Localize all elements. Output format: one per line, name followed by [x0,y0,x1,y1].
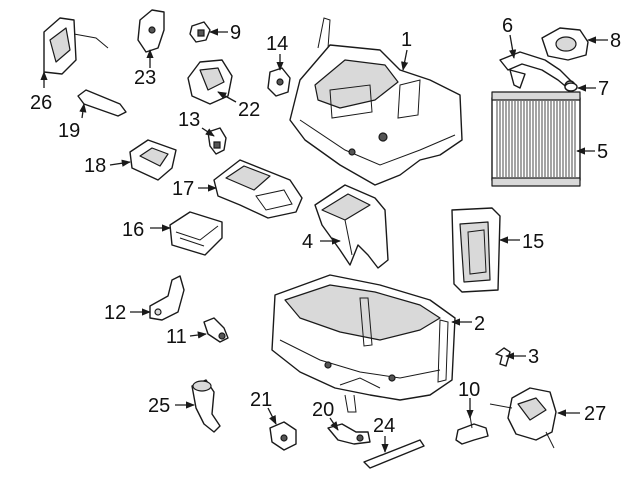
callout-numbers: 1 2 3 4 5 6 7 8 9 10 11 12 13 14 15 16 1… [30,15,621,437]
callout-24: 24 [373,415,395,437]
part-7-o-ring [564,82,578,92]
part-5-heater-core [491,91,581,187]
callout-22: 22 [238,99,260,121]
part-25-valve [191,379,221,433]
callout-21: 21 [250,389,272,411]
part-9-connector [189,21,211,43]
callout-15: 15 [522,231,544,253]
part-17-blend-door [213,159,303,219]
part-23-actuator-bracket [137,9,165,53]
callout-14: 14 [266,33,288,55]
callout-25: 25 [148,395,170,417]
part-8-cover-plate [541,27,589,61]
part-19-gasket-strip [77,89,127,117]
part-16-flap [169,211,223,256]
part-24-rod [363,439,425,469]
part-2-lower-case [271,274,456,413]
part-13-actuator-pin [207,127,227,155]
part-11-sensor [203,317,229,343]
callout-16: 16 [122,219,144,241]
callout-5: 5 [597,141,608,163]
part-1-upper-case [289,17,463,186]
callout-27: 27 [584,403,606,425]
callout-11: 11 [166,326,187,348]
part-20-lever [327,423,371,445]
part-26-control-module [43,17,109,75]
part-15-filter [451,207,501,293]
callout-4: 4 [302,231,313,253]
callout-13: 13 [178,109,200,131]
part-21-clip [269,421,297,451]
callout-8: 8 [610,30,621,52]
callout-leaders [40,28,608,453]
callout-20: 20 [312,399,334,421]
callout-3: 3 [528,346,539,368]
callout-6: 6 [502,15,513,37]
callout-7: 7 [598,78,609,100]
callout-18: 18 [84,155,106,177]
part-18-small-flap [129,139,177,181]
callout-12: 12 [104,302,126,324]
part-4-air-duct [314,184,389,269]
callout-26: 26 [30,92,52,114]
callout-9: 9 [230,22,241,44]
part-14-small-actuator [267,67,291,97]
part-12-bracket-arm [149,275,185,321]
callout-19: 19 [58,120,80,142]
callout-1: 1 [401,29,412,51]
callout-23: 23 [134,67,156,89]
part-27-blower-motor [489,387,557,449]
part-22-damper-motor [187,59,233,105]
callout-10: 10 [458,379,480,401]
part-3-clip [495,347,511,367]
callout-17: 17 [172,178,194,200]
callout-2: 2 [474,313,485,335]
part-10-bracket [455,415,489,445]
